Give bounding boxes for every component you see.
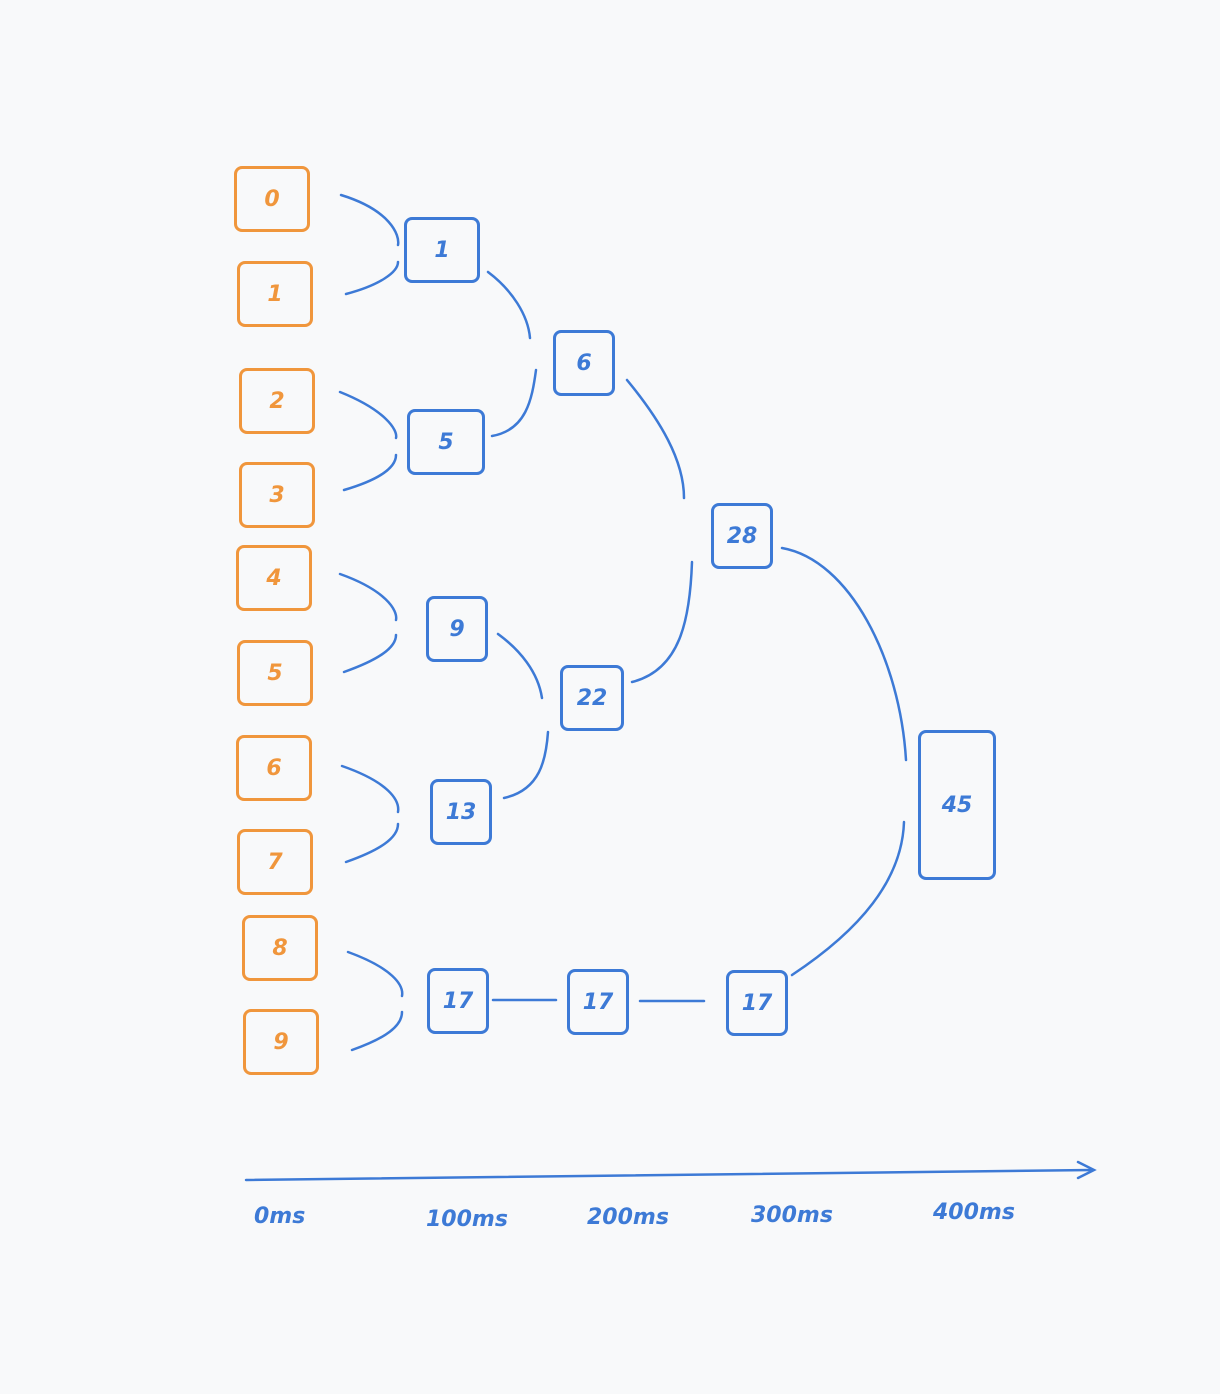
timeline-label-400ms: 400ms — [933, 1200, 1015, 1225]
sum-node-13: 13 — [430, 779, 492, 845]
connector-0-1-to-1 — [339, 193, 400, 296]
sum-node-6: 6 — [553, 330, 615, 396]
input-node-2: 2 — [239, 368, 315, 434]
timeline-label-0ms: 0ms — [254, 1204, 306, 1229]
connector-2-3-to-5 — [338, 390, 398, 492]
input-node-6: 6 — [236, 735, 312, 801]
connector-6-7-to-13 — [340, 764, 400, 864]
sum-node-22: 22 — [560, 665, 624, 731]
timeline-axis — [244, 1168, 1094, 1182]
timeline-label-200ms: 200ms — [587, 1205, 669, 1230]
input-node-7: 7 — [237, 829, 313, 895]
connector-28-17-to-45 — [780, 546, 908, 977]
timeline-arrowhead — [1076, 1160, 1097, 1180]
input-node-0: 0 — [234, 166, 310, 232]
input-node-9: 9 — [243, 1009, 319, 1075]
input-node-4: 4 — [236, 545, 312, 611]
sum-node-5: 5 — [407, 409, 485, 475]
connector-9-13-to-22 — [496, 632, 550, 800]
input-node-3: 3 — [239, 462, 315, 528]
connector-8-9-to-17 — [346, 950, 404, 1052]
connector-4-5-to-9 — [338, 572, 398, 674]
input-node-1: 1 — [237, 261, 313, 327]
sum-node-17-b: 17 — [567, 969, 629, 1035]
input-node-5: 5 — [237, 640, 313, 706]
sum-node-9: 9 — [426, 596, 488, 662]
sum-node-17-c: 17 — [726, 970, 788, 1036]
sum-node-1: 1 — [404, 217, 480, 283]
sum-node-45: 45 — [918, 730, 996, 880]
connector-1-5-to-6 — [486, 270, 538, 438]
sum-node-28: 28 — [711, 503, 773, 569]
connector-6-22-to-28 — [625, 378, 694, 684]
sum-node-17-a: 17 — [427, 968, 489, 1034]
input-node-8: 8 — [242, 915, 318, 981]
timeline-label-300ms: 300ms — [751, 1203, 833, 1228]
timeline-label-100ms: 100ms — [426, 1207, 508, 1232]
